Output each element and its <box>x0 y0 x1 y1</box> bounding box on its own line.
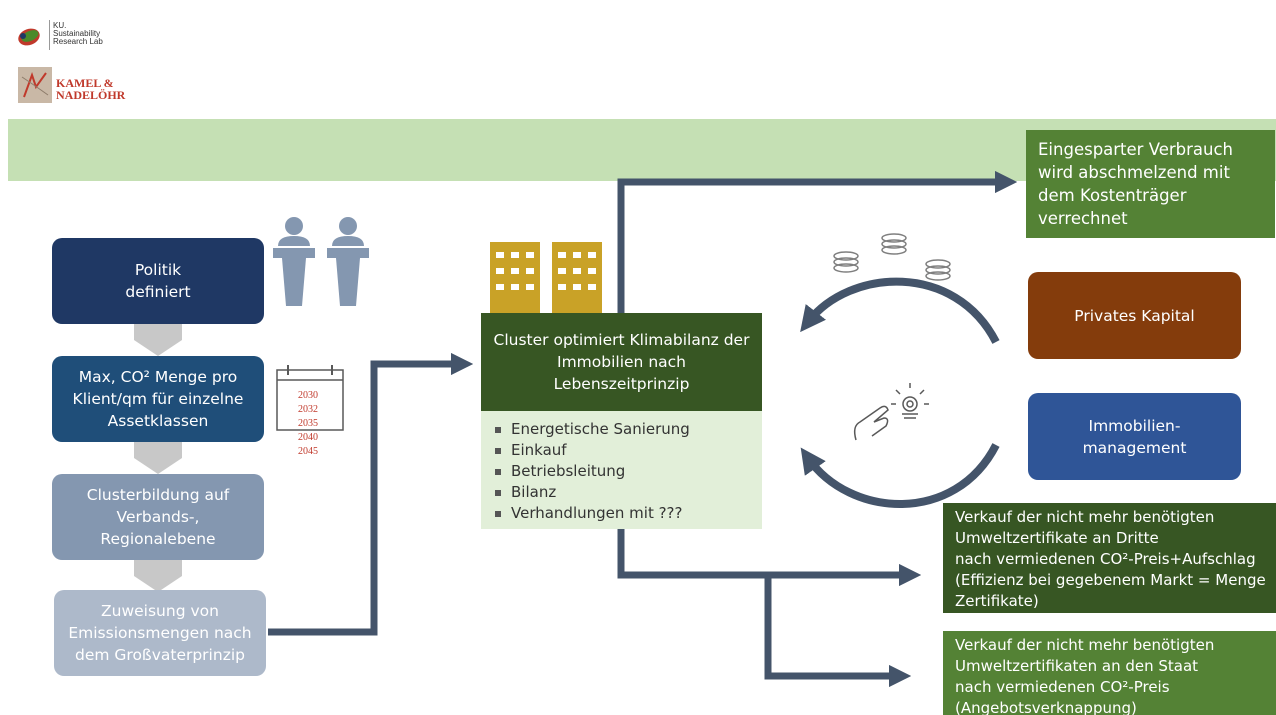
speakers-icon <box>273 217 369 306</box>
cluster-task-item: Energetische Sanierung <box>493 419 752 440</box>
sale-third-parties-box: Verkauf der nicht mehr benötigten Umwelt… <box>943 503 1276 613</box>
cluster-task-list: Energetische Sanierung Einkauf Betriebsl… <box>481 411 762 529</box>
politik-box: Politik definiert <box>52 238 264 324</box>
year-label: 2045 <box>298 446 318 457</box>
chevron-connector <box>134 558 182 592</box>
property-management-box: Immobilien- management <box>1028 393 1241 480</box>
cluster-task-item: Betriebsleitung <box>493 461 752 482</box>
chevron-connector <box>134 440 182 474</box>
cluster-title-box: Cluster optimiert Klimabilanz der Immobi… <box>481 313 762 411</box>
leaf-logo-icon <box>18 28 40 46</box>
chevron-connector <box>134 322 182 356</box>
ku-logo: KU. Sustainability Research Lab <box>14 20 134 54</box>
kn-logo-line: NADELÖHR <box>56 88 126 102</box>
year-label: 2032 <box>298 404 318 415</box>
year-label: 2030 <box>298 390 318 401</box>
allocation-box: Zuweisung von Emissionsmengen nach dem G… <box>54 590 266 676</box>
kn-logo-line: KAMEL & <box>56 76 114 90</box>
year-label: 2040 <box>298 432 318 443</box>
private-capital-box: Privates Kapital <box>1028 272 1241 359</box>
hand-gear-icon <box>853 383 929 441</box>
calendar-icon <box>276 365 344 431</box>
cluster-task-item: Einkauf <box>493 440 752 461</box>
cluster-task-item: Bilanz <box>493 482 752 503</box>
kamel-nadeloehr-logo: KAMEL & NADELÖHR <box>18 67 138 105</box>
ku-logo-line: Sustainability <box>53 29 101 38</box>
ku-logo-line: KU. <box>53 21 67 30</box>
coins-icon <box>833 233 951 281</box>
calendar-years: 2030 2032 2035 2040 2045 <box>276 389 340 459</box>
cluster-task-item: Verhandlungen mit ??? <box>493 503 752 524</box>
buildings-icon <box>490 242 602 316</box>
year-label: 2035 <box>298 418 318 429</box>
sketch-logo-icon <box>18 67 52 103</box>
ku-logo-line: Research Lab <box>53 37 103 46</box>
sale-state-box: Verkauf der nicht mehr benötigten Umwelt… <box>943 631 1276 715</box>
co2-limit-box: Max, CO² Menge pro Klient/qm für einzeln… <box>52 356 264 442</box>
saved-consumption-box: Eingesparter Verbrauch wird abschmelzend… <box>1026 130 1275 238</box>
cluster-formation-box: Clusterbildung auf Verbands-, Regionaleb… <box>52 474 264 560</box>
